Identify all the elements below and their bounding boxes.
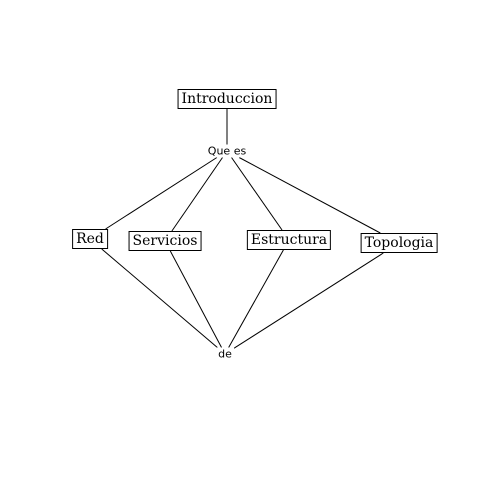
edge-que-es-estructura xyxy=(231,157,283,231)
node-introduccion: Introduccion xyxy=(177,89,277,109)
edge-que-es-servicios xyxy=(171,157,223,232)
edge-servicios-de xyxy=(169,250,222,348)
edge-que-es-red xyxy=(105,157,218,230)
node-estructura: Estructura xyxy=(246,230,332,250)
edge-red-de xyxy=(101,248,218,348)
node-servicios: Servicios xyxy=(128,231,202,251)
edge-que-es-topologia xyxy=(238,157,381,234)
node-topologia: Topologia xyxy=(360,233,438,253)
edge-estructura-de xyxy=(228,249,284,348)
node-que-es: Que es xyxy=(205,144,249,158)
node-red: Red xyxy=(72,229,108,249)
node-de: de xyxy=(216,347,234,361)
edge-topologia-de xyxy=(233,252,384,349)
